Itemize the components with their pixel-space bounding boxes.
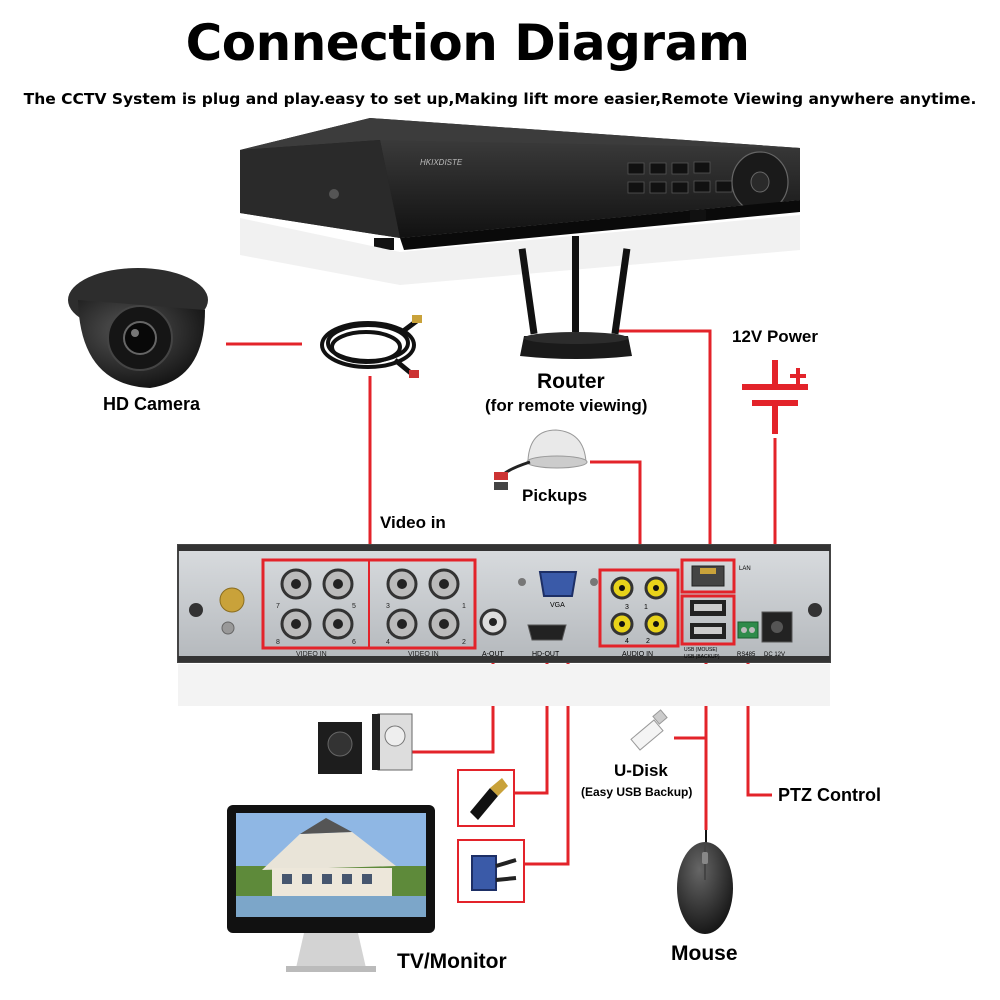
bnc-number: 2 (462, 639, 466, 646)
router-sub-label: (for remote viewing) (485, 396, 648, 415)
bnc-connector-left-group (280, 568, 354, 640)
svg-text:4: 4 (625, 638, 629, 645)
svg-text:RS485: RS485 (737, 652, 756, 658)
bnc-number: 1 (462, 603, 466, 610)
ground-screw-icon (219, 587, 245, 613)
page-title: Connection Diagram (185, 14, 750, 72)
page-subtitle: The CCTV System is plug and play.easy to… (23, 90, 977, 108)
tv-monitor-label: TV/Monitor (397, 950, 507, 973)
video-in-label: VIDEO IN (296, 651, 327, 658)
svg-text:VGA: VGA (550, 602, 565, 609)
rs485-dc-ports: RS485 DC 12V (737, 611, 793, 658)
video-in-ports: 7 5 8 6 3 1 4 2 VIDEO IN VIDEO IN (261, 558, 477, 658)
router-icon (518, 236, 632, 359)
svg-text:HD-OUT: HD-OUT (532, 651, 560, 658)
pickups-label: Pickups (522, 486, 588, 505)
bnc-number: 6 (352, 639, 356, 646)
lan-line (612, 329, 712, 565)
dvr-brand: HKIXDISTE (420, 158, 463, 167)
speakers-icon (318, 713, 413, 774)
ptz-label: PTZ Control (778, 785, 881, 805)
bnc-connector-right-group (386, 568, 460, 640)
vga-cable-icon (457, 839, 525, 903)
pickup-microphone-icon (494, 429, 588, 490)
dvr-front-unit: HKIXDISTE (240, 118, 800, 285)
mouse-icon (677, 830, 733, 934)
ptz-line (746, 640, 772, 797)
svg-text:DC 12V: DC 12V (764, 652, 785, 658)
svg-text:USB (BACKUP): USB (BACKUP) (684, 654, 720, 660)
video-in-caption: Video in (380, 513, 446, 532)
bnc-number: 7 (276, 603, 280, 610)
svg-text:2: 2 (646, 638, 650, 645)
hd-camera-label: HD Camera (103, 394, 201, 414)
bnc-number: 3 (386, 603, 390, 610)
audio-out-port: A-OUT (479, 608, 507, 658)
svg-text:3: 3 (625, 604, 629, 611)
svg-text:1: 1 (644, 604, 648, 611)
hdmi-port: HD-OUT (527, 624, 567, 658)
bnc-number: 4 (386, 639, 390, 646)
lan-usb-ports: LAN USB (MOUSE) USB (BACKUP) (680, 558, 751, 660)
video-cable-icon (320, 315, 422, 378)
power-symbol-icon (742, 360, 808, 434)
svg-text:USB (MOUSE): USB (MOUSE) (684, 647, 718, 653)
vga-port: VGA (518, 571, 598, 609)
svg-text:LAN: LAN (739, 566, 751, 572)
usb-disk-icon (630, 709, 668, 751)
bnc-number: 5 (352, 603, 356, 610)
u-disk-sub-label: (Easy USB Backup) (581, 785, 693, 799)
audio-line (590, 460, 642, 568)
mouse-label: Mouse (671, 942, 738, 965)
router-label: Router (537, 370, 605, 393)
u-disk-label: U-Disk (614, 761, 668, 780)
power-label: 12V Power (732, 327, 818, 346)
svg-text:A-OUT: A-OUT (482, 651, 505, 658)
bnc-number: 8 (276, 639, 280, 646)
video-in-label: VIDEO IN (408, 651, 439, 658)
svg-text:AUDIO IN: AUDIO IN (622, 651, 653, 658)
tv-monitor-icon (227, 805, 435, 972)
dome-camera-icon (68, 268, 208, 388)
hdmi-cable-icon (457, 769, 515, 827)
audio-in-ports: 3 1 4 2 AUDIO IN (598, 568, 680, 658)
